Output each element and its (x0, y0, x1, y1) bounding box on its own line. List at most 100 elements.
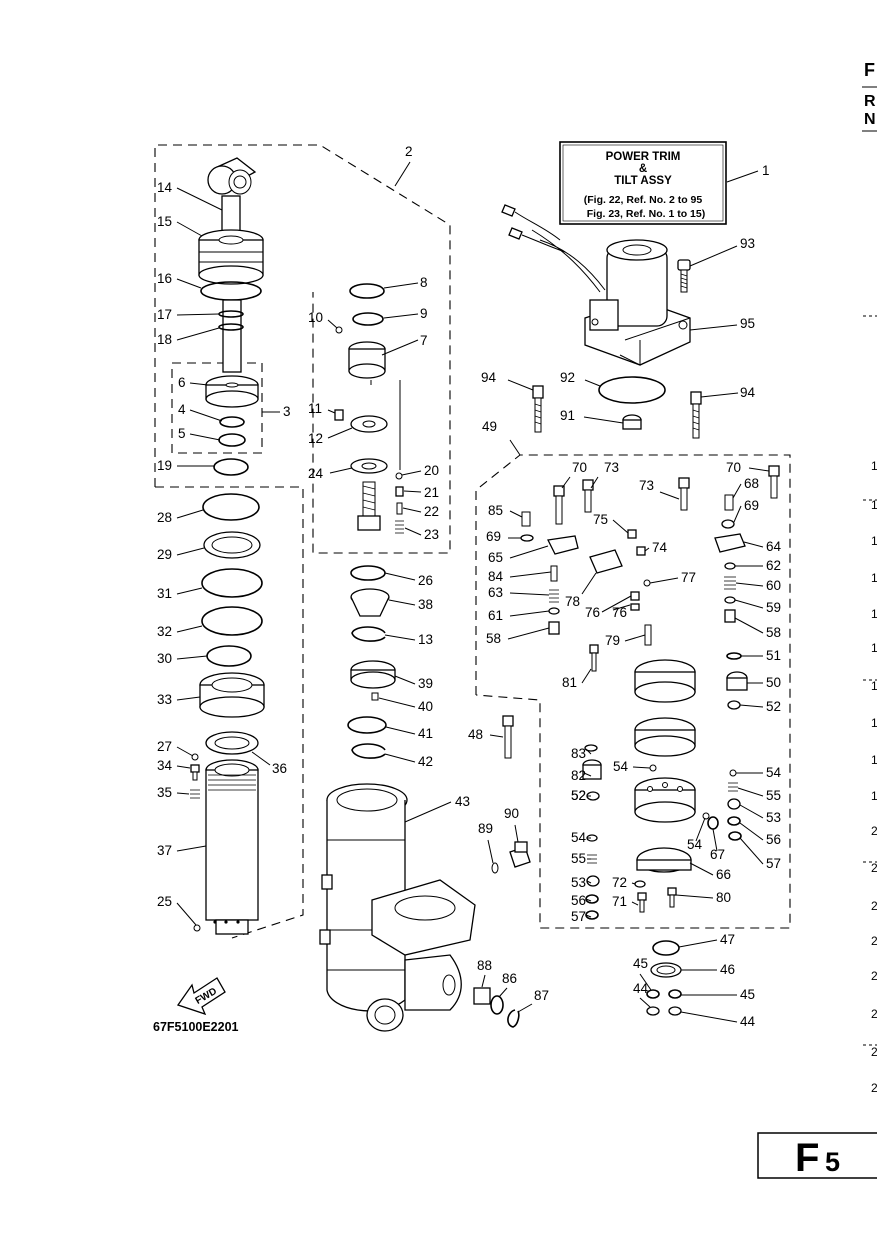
leader-line (509, 571, 552, 578)
edge-number: 1 (871, 641, 877, 655)
leader-line (176, 547, 205, 556)
leader-line (590, 476, 599, 489)
callout-45: 45 (740, 987, 755, 1002)
callout-33: 33 (157, 692, 172, 707)
callout-72: 72 (612, 875, 627, 890)
callout-93: 93 (740, 236, 755, 251)
callout-67: 67 (710, 847, 725, 862)
callout-69: 69 (744, 498, 759, 513)
callout-18: 18 (157, 332, 172, 347)
leader-line (689, 245, 738, 267)
leader-line (733, 505, 742, 523)
leader-line (583, 416, 624, 424)
leader-line (176, 765, 191, 769)
leader-line (509, 439, 521, 456)
callout-54: 54 (766, 765, 782, 780)
callout-73: 73 (639, 478, 654, 493)
leader-line (649, 577, 679, 584)
callout-20: 20 (424, 463, 439, 478)
callout-71: 71 (612, 894, 627, 909)
leader-line (675, 894, 714, 899)
edge-number: 2 (871, 934, 877, 948)
callout-64: 64 (766, 539, 782, 554)
callout-90: 90 (504, 806, 519, 821)
callout-48: 48 (468, 727, 483, 742)
callout-39: 39 (418, 676, 433, 691)
leader-line (612, 604, 631, 611)
edge-number: 2 (871, 969, 877, 983)
leader-line (726, 170, 759, 183)
callout-44: 44 (633, 981, 649, 996)
callout-14: 14 (157, 180, 173, 195)
leader-line (489, 734, 504, 738)
callout-68: 68 (744, 476, 759, 491)
edge-number: 2 (871, 899, 877, 913)
callout-29: 29 (157, 547, 172, 562)
leader-lines (176, 161, 770, 1023)
drawing-code: 67F5100E2201 (153, 1020, 239, 1034)
callout-86: 86 (502, 971, 517, 986)
callout-32: 32 (157, 624, 172, 639)
leader-line (585, 748, 592, 755)
edge-number: 1 (871, 789, 877, 803)
edge-letter-N: N (864, 111, 876, 128)
callout-53: 53 (766, 810, 781, 825)
leader-line (327, 409, 336, 414)
callout-62: 62 (766, 558, 781, 573)
callout-78: 78 (565, 594, 580, 609)
callout-76: 76 (612, 605, 627, 620)
leader-line (327, 319, 338, 329)
callout-91: 91 (560, 408, 575, 423)
leader-line (251, 751, 271, 766)
callout-69: 69 (486, 529, 501, 544)
callout-47: 47 (720, 932, 735, 947)
leader-line (176, 187, 223, 211)
callout-44: 44 (740, 1014, 756, 1029)
title-ref-2: Fig. 23, Ref. No. 1 to 15) (587, 208, 705, 220)
leader-line (680, 1011, 738, 1023)
leader-line (403, 490, 422, 493)
callout-84: 84 (488, 569, 504, 584)
callout-70: 70 (572, 460, 587, 475)
leader-line (732, 483, 742, 499)
title-line-3: TILT ASSY (614, 175, 672, 187)
callout-56: 56 (766, 832, 781, 847)
leader-line (734, 617, 764, 634)
callout-34: 34 (157, 758, 173, 773)
callout-76: 76 (585, 605, 600, 620)
leader-line (176, 313, 220, 316)
callout-87: 87 (534, 988, 549, 1003)
leader-line (639, 997, 651, 1008)
edge-number: 1 (871, 753, 877, 767)
leader-line (176, 278, 202, 289)
leader-line (585, 914, 592, 918)
leader-line (384, 634, 416, 641)
leader-line (487, 839, 494, 864)
callout-53: 53 (571, 875, 586, 890)
leader-line (176, 625, 203, 633)
callout-55: 55 (571, 851, 586, 866)
leader-line (384, 753, 416, 763)
leader-line (639, 973, 652, 991)
leader-line (383, 313, 419, 319)
edge-letter-R: R (864, 93, 876, 110)
leader-line (585, 898, 592, 902)
leader-line (329, 467, 353, 474)
leader-line (509, 592, 550, 596)
callout-38: 38 (418, 597, 433, 612)
callout-15: 15 (157, 214, 172, 229)
callout-19: 19 (157, 458, 172, 473)
callout-40: 40 (418, 699, 433, 714)
leader-line (394, 161, 411, 187)
leader-line (481, 974, 486, 988)
leader-line (612, 519, 629, 534)
leader-line (581, 572, 597, 595)
leader-line (176, 746, 194, 757)
title-box: POWER TRIM & TILT ASSY (Fig. 22, Ref. No… (559, 141, 727, 225)
callout-31: 31 (157, 586, 172, 601)
page-tag: F 5 (757, 1132, 877, 1180)
callout-8: 8 (420, 275, 428, 290)
leader-line (737, 787, 764, 797)
